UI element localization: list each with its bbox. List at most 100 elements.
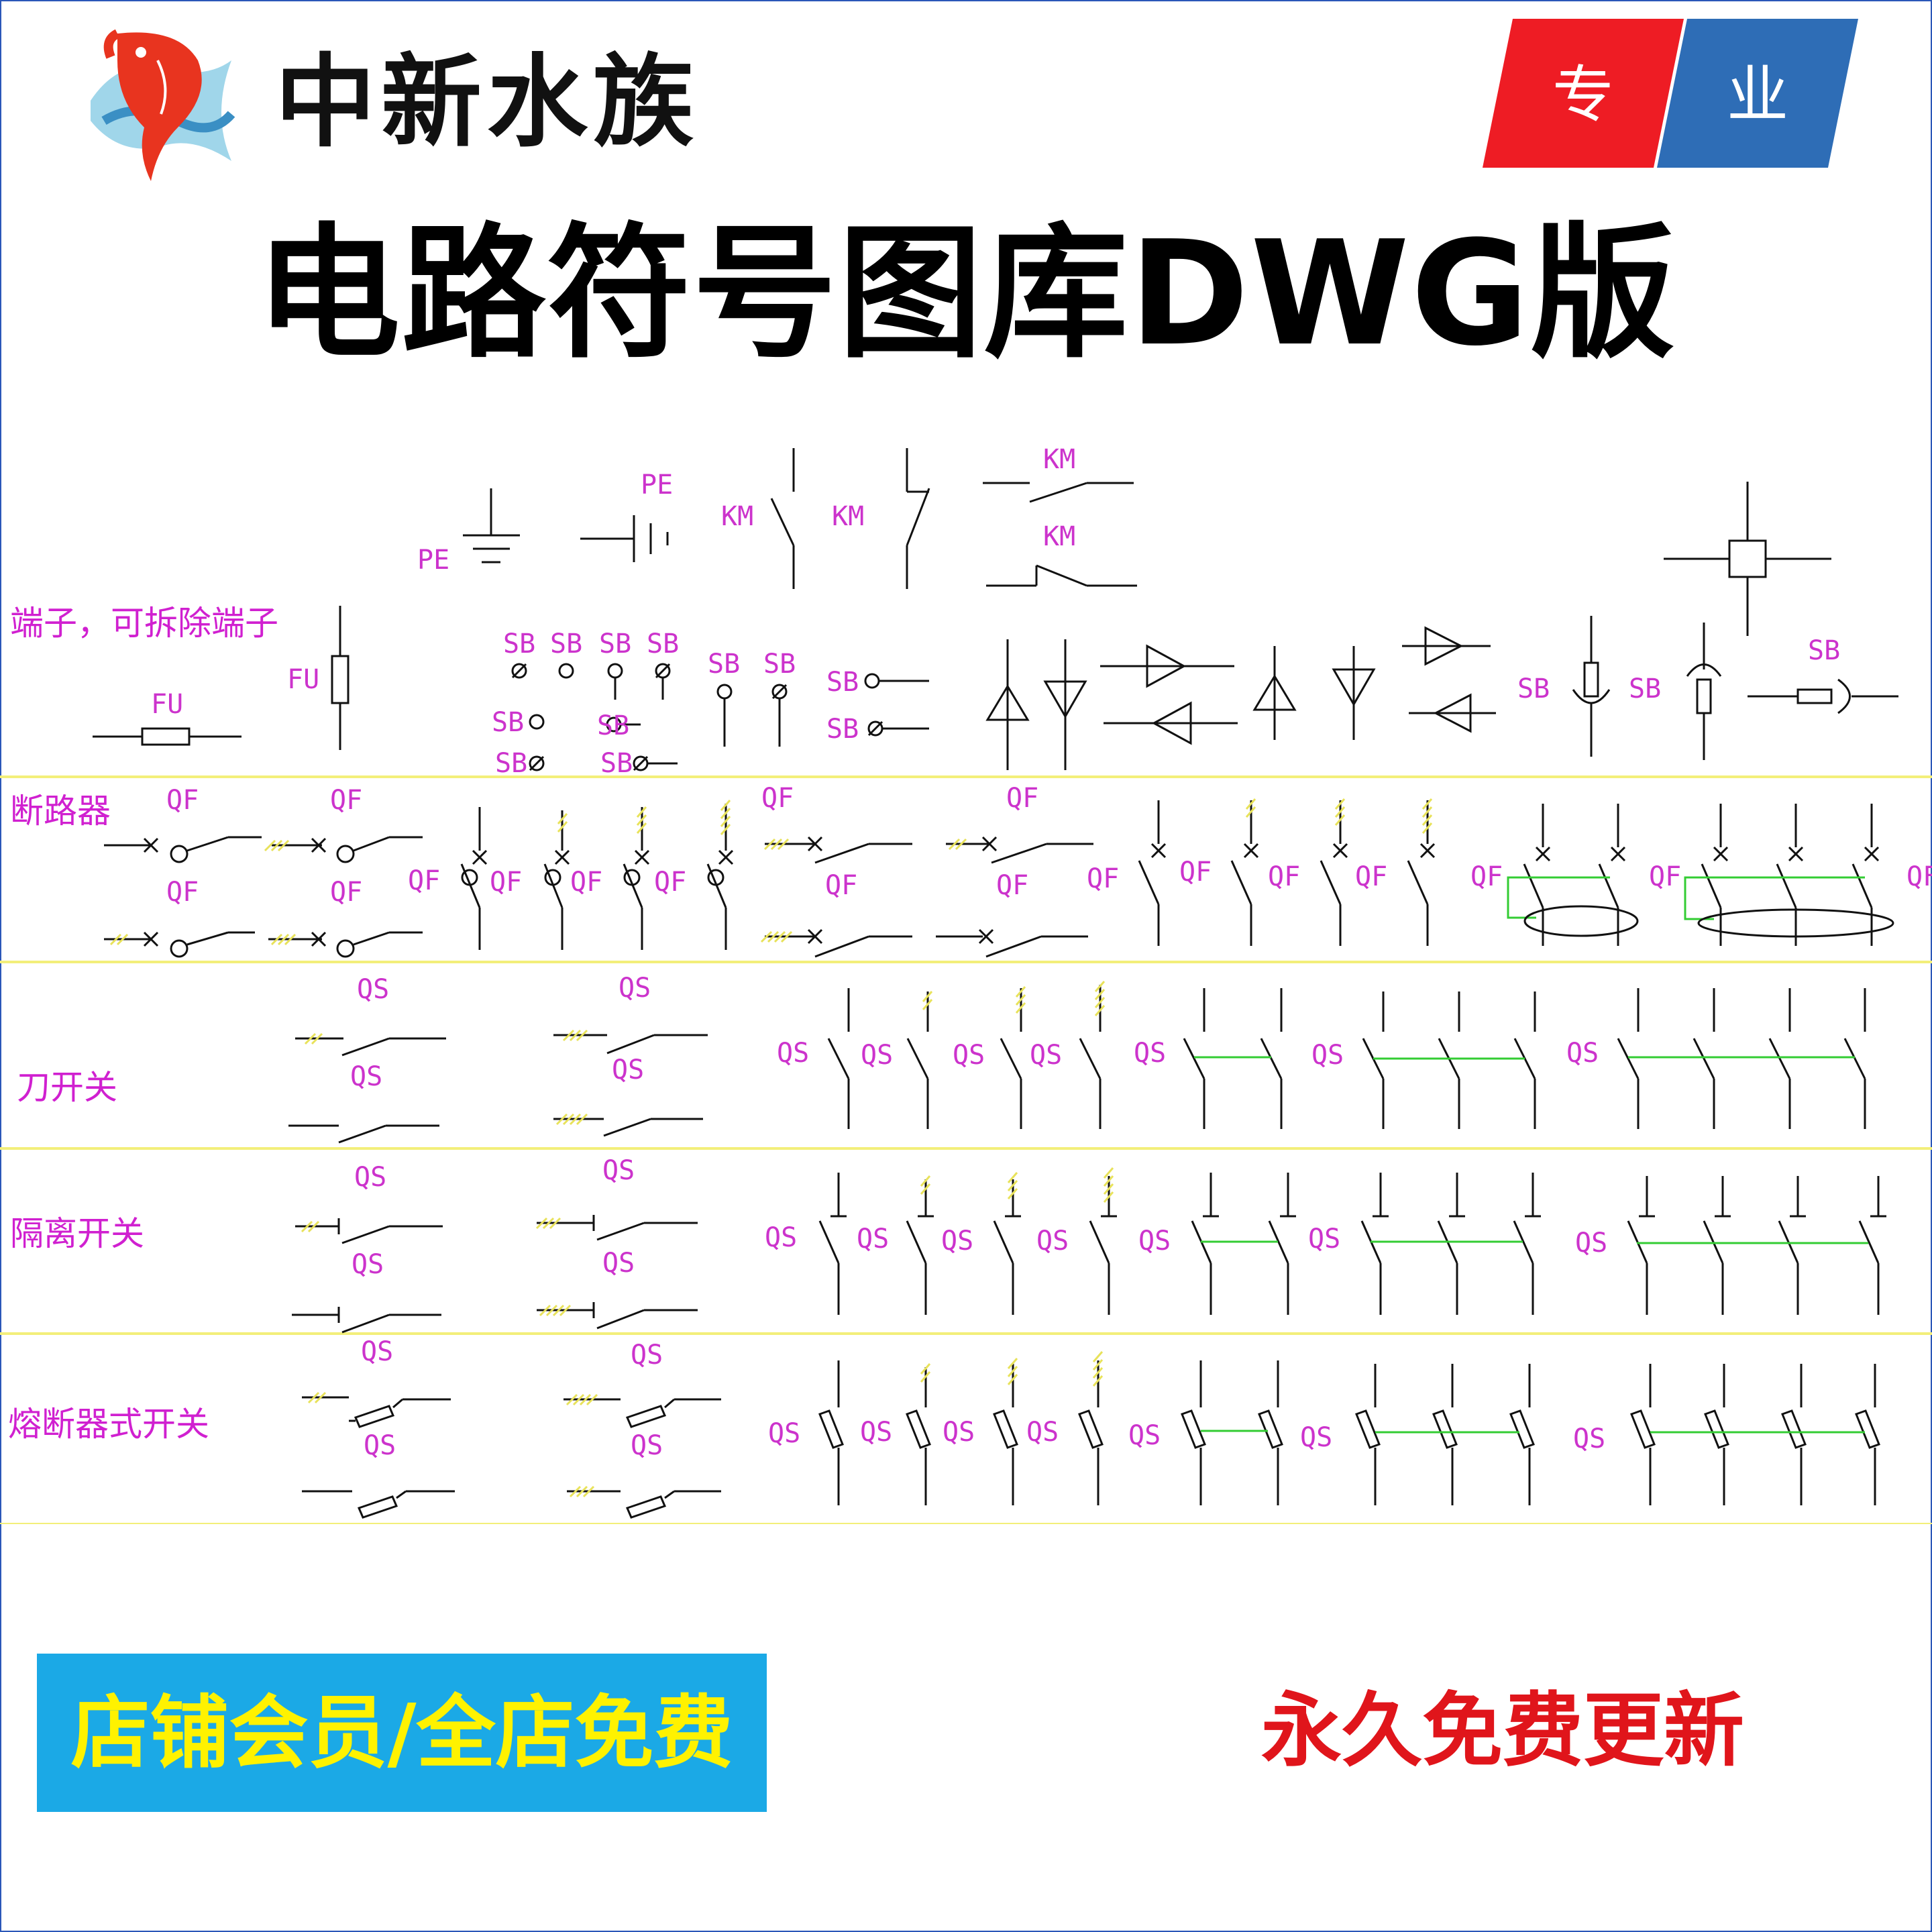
badge-right-text: 业 bbox=[1727, 59, 1788, 131]
km-contact-no bbox=[770, 448, 795, 589]
qf-label-17: QF bbox=[1470, 861, 1503, 892]
fu-label-1: FU bbox=[287, 664, 319, 695]
qf-label-6: QF bbox=[490, 867, 522, 898]
sb-label-1: SB bbox=[503, 629, 535, 659]
km-contact-horizontal-no bbox=[983, 482, 1134, 503]
section-knife-switch: 刀开关 bbox=[17, 1068, 117, 1107]
plug-socket-symbols: SB SB SB bbox=[1517, 616, 1898, 760]
sb-label-7: SB bbox=[495, 748, 527, 779]
qs-label-17: QS bbox=[857, 1224, 889, 1254]
qf-label-19: QF bbox=[1907, 861, 1932, 892]
qs-label-3: QS bbox=[619, 973, 651, 1004]
qs-label-4: QS bbox=[612, 1055, 644, 1085]
isolator-vertical-group bbox=[818, 1167, 1117, 1315]
qf-label-10: QF bbox=[825, 870, 857, 901]
qs-label-32: QS bbox=[1300, 1422, 1332, 1453]
knife-switch-multipole-group bbox=[1183, 988, 1866, 1129]
update-text: 永久免费更新 bbox=[1261, 1683, 1744, 1778]
qf-label-11: QF bbox=[1006, 783, 1038, 814]
qs-label-29: QS bbox=[943, 1417, 975, 1448]
section-breaker: 断路器 bbox=[10, 792, 111, 830]
fuse-switch-multipole-group bbox=[1181, 1360, 1880, 1505]
qs-label-14: QS bbox=[602, 1155, 635, 1186]
promo-banner[interactable]: 店铺会员/全店免费 bbox=[37, 1654, 767, 1812]
km-label-3: KM bbox=[1043, 444, 1075, 475]
qf-label-14: QF bbox=[1179, 857, 1212, 888]
sb-label-9: SB bbox=[708, 649, 740, 680]
qs-label-5: QS bbox=[777, 1038, 809, 1069]
sb-label-10: SB bbox=[763, 649, 796, 680]
qs-label-11: QS bbox=[1566, 1038, 1599, 1069]
breaker-vertical-x-group bbox=[1138, 798, 1436, 946]
brand-name: 中新水族 bbox=[275, 44, 700, 161]
qf-label-7: QF bbox=[570, 867, 602, 898]
pe-label-1: PE bbox=[417, 545, 449, 576]
fuse-switch-horizontal-group bbox=[302, 1391, 721, 1519]
qs-label-2: QS bbox=[350, 1061, 382, 1092]
qs-label-23: QS bbox=[361, 1336, 393, 1367]
sb-label-6: SB bbox=[597, 710, 629, 741]
qs-label-18: QS bbox=[941, 1226, 973, 1256]
qs-label-9: QS bbox=[1134, 1038, 1166, 1069]
km-contact-horizontal-nc bbox=[986, 564, 1137, 587]
breaker-horizontal-x-group bbox=[760, 836, 1093, 958]
qs-label-10: QS bbox=[1311, 1040, 1344, 1071]
qf-label-18: QF bbox=[1649, 861, 1681, 892]
qs-label-24: QS bbox=[364, 1430, 396, 1461]
qs-label-19: QS bbox=[1036, 1226, 1069, 1256]
section-fuse-switch: 熔断器式开关 bbox=[8, 1405, 209, 1444]
breaker-horizontal-group bbox=[104, 836, 423, 958]
ground-symbol bbox=[463, 488, 520, 564]
qf-label-5: QF bbox=[408, 865, 440, 896]
qs-label-25: QS bbox=[631, 1340, 663, 1371]
sb-label-14: SB bbox=[1629, 674, 1661, 704]
qf-label-9: QF bbox=[761, 783, 794, 814]
pe-capacitor-symbol bbox=[580, 515, 669, 562]
sb-label-3: SB bbox=[599, 629, 631, 659]
qf-label-3: QF bbox=[166, 877, 199, 908]
sb-label-11: SB bbox=[826, 667, 859, 698]
knife-switch-horizontal-group bbox=[288, 1029, 708, 1144]
page-title: 电路符号图库DWG版 bbox=[256, 209, 1676, 378]
isolator-multipole-group bbox=[1191, 1173, 1886, 1315]
qs-label-6: QS bbox=[861, 1040, 893, 1071]
sb-label-2: SB bbox=[550, 629, 582, 659]
sb-label-12: SB bbox=[826, 714, 859, 745]
isolator-horizontal-group bbox=[292, 1215, 698, 1334]
qs-label-12: QS bbox=[354, 1162, 386, 1193]
km-label-2: KM bbox=[832, 501, 864, 532]
sb-label-5: SB bbox=[492, 707, 524, 738]
qf-label-4: QF bbox=[330, 877, 362, 908]
qf-label-1: QF bbox=[166, 785, 199, 816]
sb-label-13: SB bbox=[1517, 674, 1550, 704]
breaker-vertical-group bbox=[460, 800, 734, 950]
qf-label-13: QF bbox=[1087, 863, 1119, 894]
badge: 专 业 bbox=[1483, 19, 1858, 168]
km-label-1: KM bbox=[721, 501, 753, 532]
qs-label-28: QS bbox=[860, 1417, 892, 1448]
fish-logo-icon bbox=[91, 29, 235, 181]
qs-label-27: QS bbox=[768, 1418, 800, 1449]
qs-label-15: QS bbox=[602, 1248, 635, 1279]
qs-label-13: QS bbox=[352, 1249, 384, 1280]
qs-label-26: QS bbox=[631, 1430, 663, 1461]
qs-label-31: QS bbox=[1128, 1420, 1161, 1451]
pe-label-2: PE bbox=[641, 470, 673, 500]
fuse-vertical-symbol bbox=[331, 606, 350, 750]
section-terminals: 端子，可拆除端子 bbox=[10, 604, 278, 643]
qs-label-30: QS bbox=[1026, 1417, 1059, 1448]
qs-label-16: QS bbox=[765, 1222, 797, 1253]
promo-text: 店铺会员/全店免费 bbox=[70, 1686, 733, 1779]
qs-label-8: QS bbox=[1030, 1040, 1062, 1071]
sb-label-15: SB bbox=[1808, 635, 1840, 666]
qs-label-1: QS bbox=[357, 974, 389, 1005]
junction-box-symbol bbox=[1664, 482, 1831, 636]
qs-label-7: QS bbox=[953, 1040, 985, 1071]
qs-label-21: QS bbox=[1308, 1224, 1340, 1254]
qf-label-15: QF bbox=[1268, 861, 1300, 892]
fuse-switch-vertical-group bbox=[818, 1351, 1104, 1505]
sb-label-4: SB bbox=[647, 629, 679, 659]
fuse-horizontal-symbol bbox=[93, 727, 241, 746]
km-label-4: KM bbox=[1043, 521, 1075, 552]
